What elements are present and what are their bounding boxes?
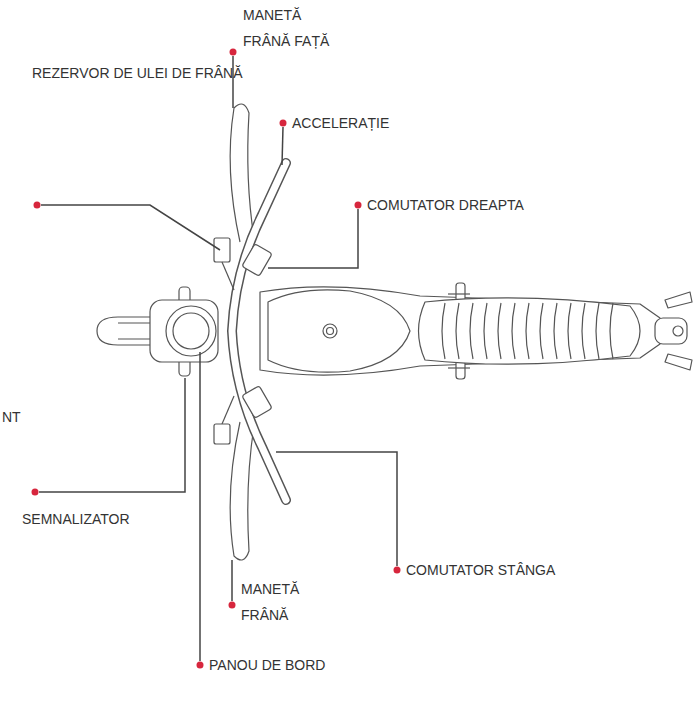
- part-label: REZERVOR DE ULEI DE FRÂNĂ: [32, 60, 292, 86]
- part-label: MANETĂ FRÂNĂ FAȚĂ: [243, 2, 343, 54]
- seat-ridge: [540, 303, 543, 359]
- part-label: PANOU DE BORD: [209, 652, 369, 678]
- seat-ridge: [610, 303, 613, 359]
- part-label: MANETĂ FRÂNĂ: [241, 576, 311, 628]
- seat-ridge: [554, 303, 557, 359]
- seat-ridge: [596, 303, 599, 359]
- seat-ridge: [498, 303, 501, 359]
- part-label: NT: [2, 404, 42, 430]
- part-label: COMUTATOR STÂNGA: [406, 557, 606, 583]
- part-label: COMUTATOR DREAPTA: [367, 192, 587, 218]
- seat-ridge: [526, 303, 529, 359]
- seat-ridge: [582, 303, 585, 359]
- seat-ridge: [568, 303, 571, 359]
- seat-ridge: [456, 303, 459, 359]
- seat-ridge: [512, 303, 515, 359]
- seat-ridge: [442, 303, 445, 359]
- seat-ridge: [484, 303, 487, 359]
- part-label: ACCELERAȚIE: [292, 110, 432, 136]
- part-label: SEMNALIZATOR: [22, 506, 182, 532]
- seat-ridge: [470, 303, 473, 359]
